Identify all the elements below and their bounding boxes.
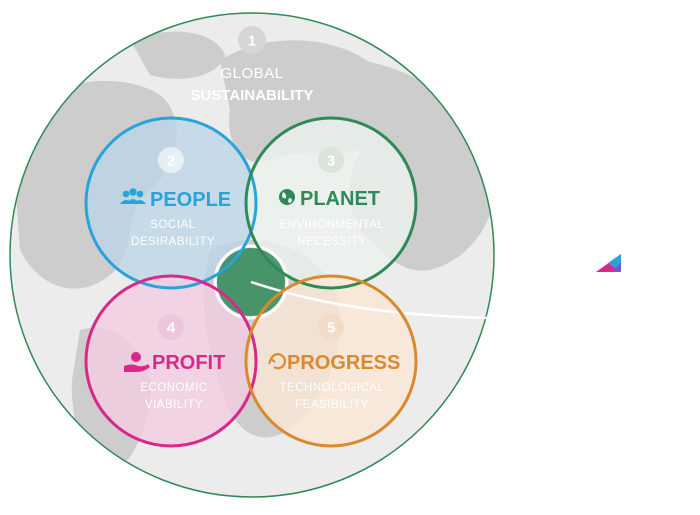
people-sub1: SOCIAL — [150, 219, 195, 231]
money-hand-icon — [124, 352, 150, 372]
planet-number-badge — [318, 147, 344, 173]
planet-sub2: NECESSITY — [297, 236, 367, 248]
global-line1: GLOBAL — [220, 65, 283, 82]
profit-sub1: ECONOMIC — [140, 382, 207, 394]
progress-title: PROGRESS — [287, 352, 400, 374]
planet-title: PLANET — [300, 188, 380, 210]
profit-number-badge — [158, 314, 184, 340]
global-number-badge — [238, 26, 266, 54]
progress-sub1: TECHNOLOGICAL — [280, 382, 385, 394]
profit-circle — [84, 274, 258, 448]
people-title: PEOPLE — [150, 189, 231, 211]
profit-circle-fill — [86, 276, 256, 446]
progress-label-group: 5 PROGRESS TECHNOLOGICAL FEASIBILITY — [268, 314, 400, 411]
people-number-badge — [158, 147, 184, 173]
globe-icon — [279, 189, 295, 205]
planet-sub1: ENVIRONMENTAL — [280, 219, 385, 231]
progress-circle — [244, 274, 418, 448]
progress-number-badge — [318, 314, 344, 340]
connector-line — [250, 280, 489, 320]
global-sustainability-label: 1 GLOBAL SUSTAINABILITY — [190, 26, 314, 104]
people-circle — [84, 116, 258, 290]
continent-greenland — [130, 31, 225, 79]
planet-circle-fill — [246, 118, 416, 288]
people-circle-fill — [86, 118, 256, 288]
people-label-group: 2 PEOPLE SOCIAL DESIRABILITY — [120, 147, 231, 248]
global-line2: SUSTAINABILITY — [190, 87, 313, 104]
progress-sub2: FEASIBILITY — [295, 399, 369, 411]
profit-sub2: VIABILITY — [145, 399, 203, 411]
people-number: 2 — [167, 153, 175, 170]
planet-number: 3 — [327, 153, 335, 170]
profit-title: PROFIT — [152, 352, 225, 374]
progress-number: 5 — [327, 320, 335, 337]
profit-label-group: 4 PROFIT ECONOMIC VIABILITY — [124, 314, 225, 411]
progress-circle-fill — [246, 276, 416, 446]
global-number: 1 — [248, 33, 256, 50]
center-overlap — [213, 244, 489, 320]
people-icon — [120, 188, 146, 204]
planet-circle — [244, 116, 418, 290]
people-sub2: DESIRABILITY — [131, 236, 215, 248]
planet-label-group: 3 PLANET ENVIRONMENTAL NECESSITY — [279, 147, 384, 248]
cycle-icon — [268, 353, 286, 370]
profit-number: 4 — [167, 320, 176, 337]
logo-mark — [596, 254, 621, 272]
